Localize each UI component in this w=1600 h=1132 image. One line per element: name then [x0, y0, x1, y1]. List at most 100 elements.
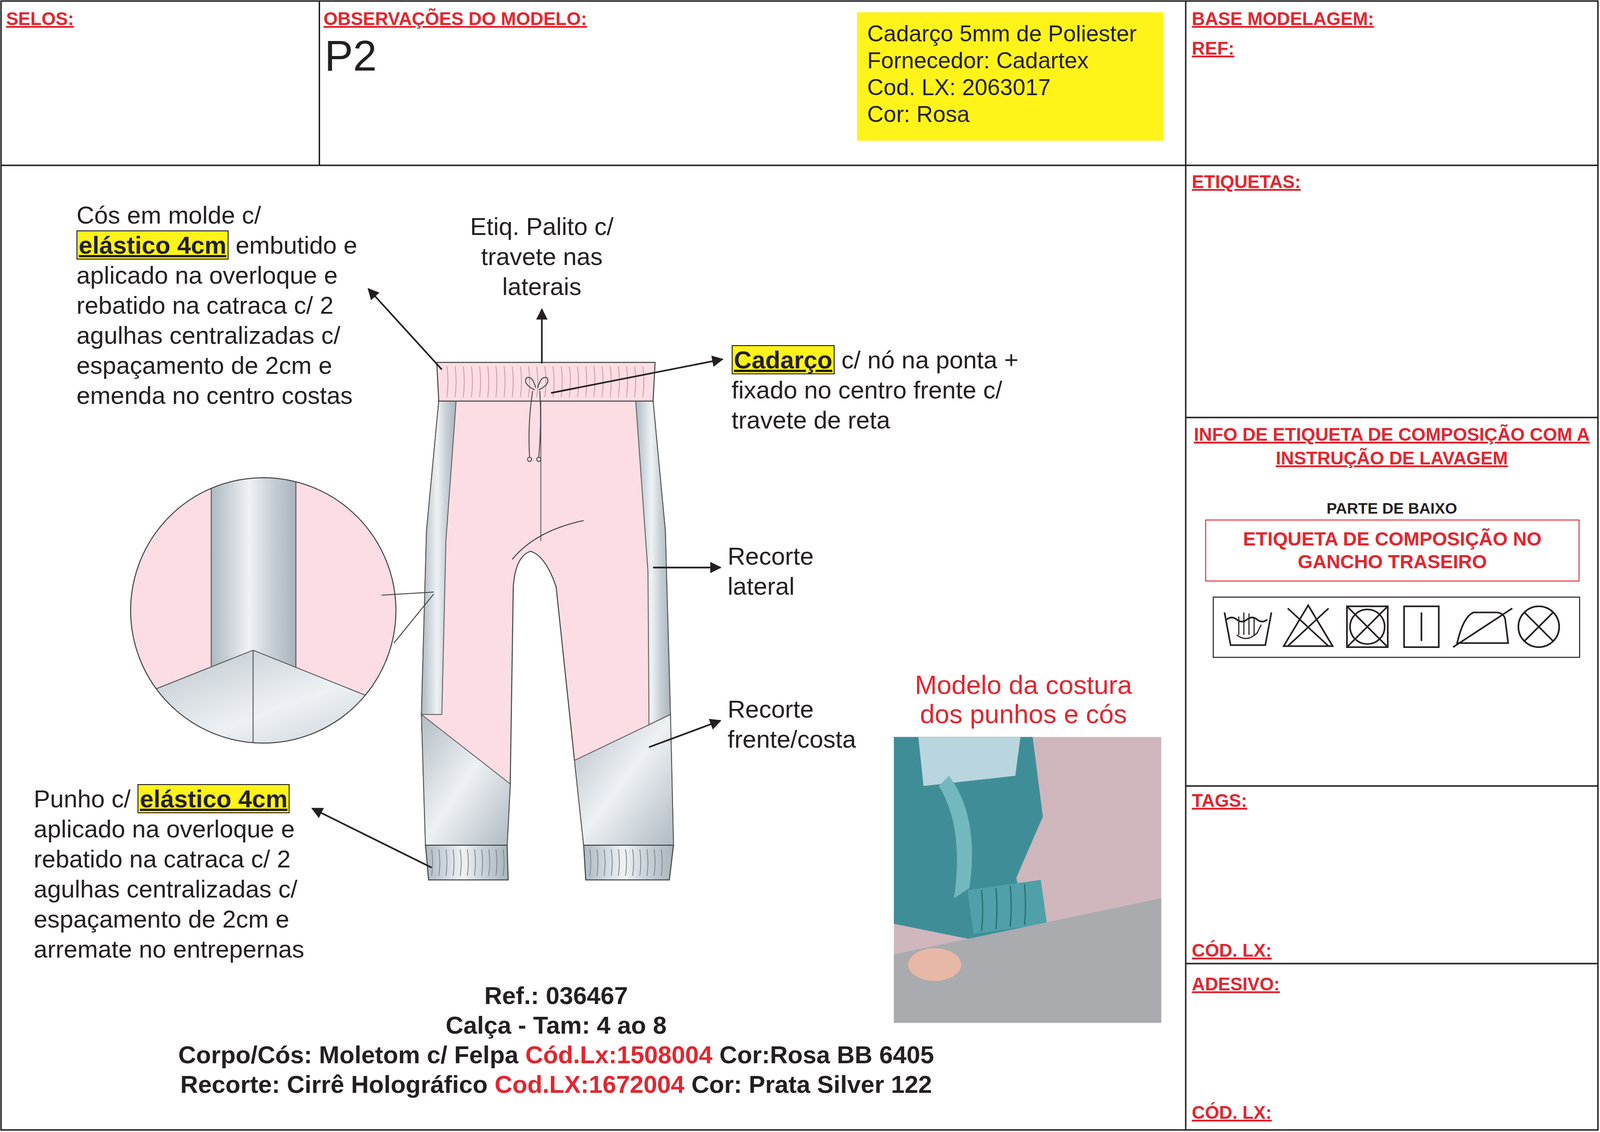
gather-line: [604, 849, 606, 876]
gather-line: [455, 366, 457, 398]
sheet-grid: [1185, 963, 1598, 965]
material-line: Cadarço 5mm de Poliester: [866, 20, 1153, 48]
label-note-box: ETIQUETA DE COMPOSIÇÃO NO GANCHO TRASEIR…: [1205, 519, 1580, 582]
gather-line: [642, 366, 644, 398]
callout-text: Ref.: 036467: [61, 980, 1051, 1010]
leader-arrows: [312, 808, 432, 868]
gather-line: [487, 366, 489, 398]
cell-heading: CÓD. LX:: [1192, 939, 1273, 961]
sheet-grid: [1185, 785, 1598, 787]
note-text: Cor:Rosa BB 6405: [719, 1040, 934, 1069]
pants-illustration: [583, 845, 674, 880]
pants-illustration: [421, 401, 457, 715]
callout-text: Recorte: Cirrê HolográficoCod.LX:1672004…: [61, 1069, 1051, 1099]
seam-detail-circle: [381, 591, 434, 596]
reference-photo: [981, 883, 1026, 931]
gather-line: [661, 849, 663, 876]
gather-line: [596, 849, 598, 876]
care-symbols: [1236, 612, 1262, 639]
highlighted-term: Cadarço: [731, 345, 835, 375]
material-note-box: Cadarço 5mm de PoliesterFornecedor: Cada…: [856, 12, 1163, 141]
note-text: Etiq. Palito c/ travete nas laterais: [469, 212, 614, 301]
pants-illustration: [421, 362, 674, 881]
note-text: Recorte lateral: [727, 542, 814, 600]
gather-line: [639, 849, 641, 876]
drawstring: [529, 391, 533, 458]
gather-line: [569, 366, 571, 398]
leader-arrows: [368, 288, 442, 370]
callout-text: Calça - Tam: 4 ao 8: [61, 1010, 1051, 1040]
gather-line: [463, 366, 464, 398]
reference-photo: [1010, 886, 1012, 928]
gather-line: [445, 849, 447, 876]
care-symbols: [1213, 596, 1580, 658]
note-text: Cós em molde c/: [76, 201, 261, 229]
gather-line: [585, 366, 587, 398]
gather-line: [488, 849, 490, 876]
gather-line: [520, 366, 522, 398]
sheet-cell: TAGS:CÓD. LX:: [1185, 785, 1598, 964]
care-symbols: [1346, 606, 1388, 648]
pants-illustration: [512, 520, 584, 560]
gather-line: [474, 849, 476, 876]
note-text: Punho c/: [33, 784, 131, 813]
leader-arrows: [648, 720, 721, 748]
drawstring: [525, 377, 536, 391]
gather-line: [618, 366, 620, 398]
care-symbols: [1224, 612, 1272, 646]
cell-heading: SELOS:: [5, 8, 74, 30]
cell-heading: CÓD. LX:: [1192, 1101, 1273, 1123]
care-symbols: [1346, 606, 1388, 648]
callout-text: Cós em molde c/elástico 4cmembutido e ap…: [76, 199, 360, 411]
gather-line: [601, 366, 603, 398]
gather-line: [512, 366, 514, 398]
reference-photo: [995, 887, 997, 929]
gather-line: [431, 849, 433, 876]
sheet-grid: [318, 0, 321, 166]
cell-heading: ETIQUETAS:: [1192, 171, 1301, 193]
note-text: Corpo/Cós: Moletom c/ Felpa: [178, 1040, 519, 1069]
cell-heading: OBSERVAÇÕES DO MODELO:: [323, 8, 587, 30]
care-symbols: [1226, 617, 1268, 622]
gather-line: [453, 849, 454, 876]
gather-line: [447, 366, 449, 398]
pants-illustration: [436, 362, 656, 402]
gather-line: [495, 366, 497, 398]
note-text: Recorte frente/costa: [727, 695, 857, 753]
gather-line: [618, 849, 620, 876]
pants-illustration: [635, 401, 671, 725]
cell-heading: ADESIVO:: [1192, 973, 1280, 995]
seam-detail-circle: [295, 469, 297, 668]
sheet-cell: OBSERVAÇÕES DO MODELO:P2Cadarço 5mm de P…: [319, 1, 1186, 166]
pants-illustration: [421, 401, 674, 846]
note-text: Modelo da costura dos punhos e cós: [914, 669, 1132, 729]
cell-heading: ETIQUETA DE COMPOSIÇÃO NO GANCHO TRASEIR…: [1212, 527, 1573, 574]
sheet-grid: [1185, 164, 1598, 167]
note-text: Cód.Lx:1508004: [525, 1040, 713, 1069]
callout-text: Etiq. Palito c/ travete nas laterais: [464, 211, 620, 302]
drawstring: [525, 377, 548, 462]
cell-heading: BASE MODELAGEM:: [1192, 8, 1375, 30]
care-symbols: [1518, 606, 1560, 648]
gather-line: [634, 366, 636, 398]
gather-line: [654, 849, 656, 876]
callout-text: Punho c/elástico 4cmaplicado na overloqu…: [33, 783, 317, 964]
cell-heading: REF:: [1192, 37, 1235, 59]
pants-illustration: [425, 845, 509, 880]
drawstring: [536, 457, 541, 462]
seam-detail-circle: [393, 594, 434, 644]
gather-line: [626, 366, 628, 398]
sheet-cell: BASE MODELAGEM: REF:: [1185, 1, 1598, 166]
seam-detail-circle: [210, 469, 212, 667]
note-text: Recorte: Cirrê Holográfico: [180, 1070, 488, 1098]
seam-detail-circle: [253, 650, 429, 721]
note-text: Cod.LX:1672004: [494, 1070, 685, 1098]
callout-text: Cadarçoc/ nó na ponta + fixado no centro…: [731, 344, 1050, 435]
pants-illustration: [574, 714, 674, 846]
sheet-grid: [0, 164, 1186, 167]
reference-photo: [893, 736, 1162, 1023]
gather-line: [545, 366, 546, 398]
